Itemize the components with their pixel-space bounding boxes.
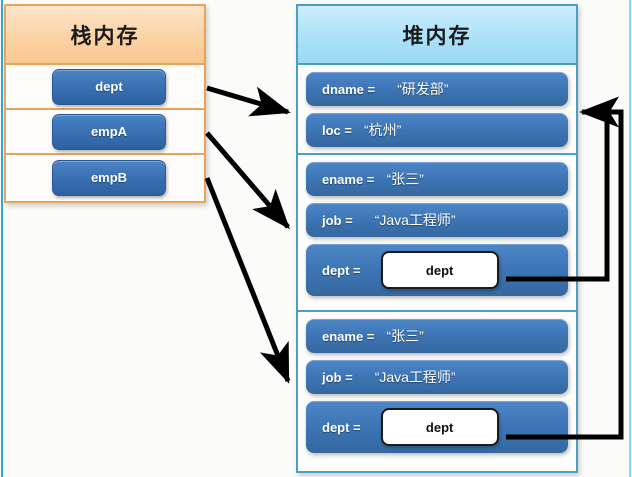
arrow-dept-to-department-object — [206, 85, 291, 117]
field-job-b: job = “Java工程师” — [306, 360, 568, 394]
field-ename-b: ename = “张三” — [306, 319, 568, 353]
heap-object-employee-a: ename = “张三” job = “Java工程师” dept = dept — [298, 155, 576, 312]
heap-memory-header: 堆内存 — [298, 6, 576, 65]
field-dept-b: dept = dept — [306, 401, 568, 453]
field-dname: dname = “研发部” — [306, 72, 568, 106]
stack-row-dept: dept — [6, 65, 204, 110]
page-right-rule — [629, 0, 631, 477]
field-loc-key: loc = — [322, 122, 352, 138]
stack-variable-empb[interactable]: empB — [52, 159, 166, 196]
field-loc: loc = “杭州” — [306, 113, 568, 147]
heap-object-department: dname = “研发部” loc = “杭州” — [298, 65, 576, 155]
field-ename-b-value: “张三” — [386, 328, 424, 344]
page-left-rule — [1, 0, 3, 477]
arrow-empb-to-employee-object-b — [204, 177, 291, 384]
stack-variable-dept[interactable]: dept — [52, 68, 166, 105]
stack-memory-panel: 栈内存 dept empA empB — [4, 4, 206, 203]
field-job-a-key: job = — [322, 212, 353, 228]
stack-variable-empa[interactable]: empA — [52, 113, 166, 150]
field-job-a: job = “Java工程师” — [306, 203, 568, 237]
stack-row-empa: empA — [6, 110, 204, 155]
arrow-empa-to-employee-object-a — [205, 131, 290, 230]
field-job-b-key: job = — [322, 369, 353, 385]
field-job-a-value: “Java工程师” — [374, 212, 456, 228]
field-loc-value: “杭州” — [364, 122, 402, 138]
field-ename-a: ename = “张三” — [306, 162, 568, 196]
stack-row-empb: empB — [6, 155, 204, 200]
field-dept-a-key: dept = — [322, 262, 361, 278]
field-job-b-value: “Java工程师” — [374, 369, 456, 385]
pointer-box-dept-a[interactable]: dept — [380, 251, 499, 289]
field-dname-value: “研发部” — [397, 81, 449, 97]
field-dept-b-key: dept = — [322, 419, 361, 435]
heap-memory-title: 堆内存 — [402, 22, 472, 48]
field-dept-a: dept = dept — [306, 244, 568, 296]
stack-memory-title: 栈内存 — [70, 22, 140, 48]
heap-object-employee-b: ename = “张三” job = “Java工程师” dept = dept — [298, 312, 576, 469]
field-ename-a-key: ename = — [322, 171, 375, 187]
field-dname-key: dname = — [322, 81, 376, 97]
field-ename-b-key: ename = — [322, 328, 375, 344]
stack-memory-header: 栈内存 — [6, 6, 204, 65]
field-ename-a-value: “张三” — [386, 171, 424, 187]
heap-memory-panel: 堆内存 dname = “研发部” loc = “杭州” ename = “张三… — [296, 4, 578, 473]
pointer-box-dept-b[interactable]: dept — [380, 408, 499, 446]
